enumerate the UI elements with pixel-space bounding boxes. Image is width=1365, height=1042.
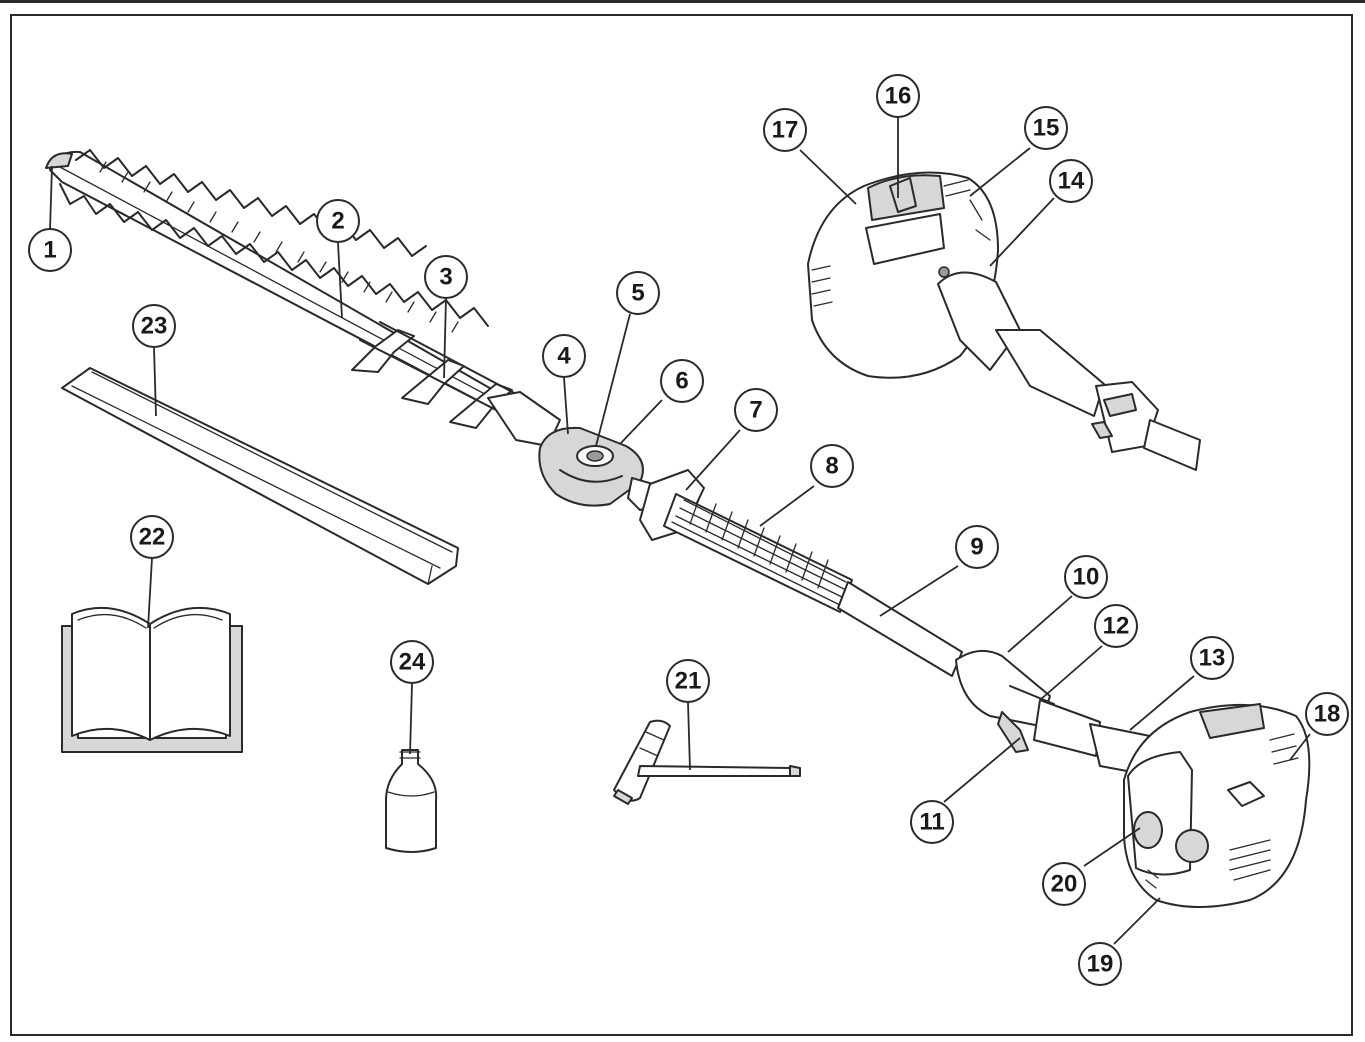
callout-7-label: 7 [749,397,762,424]
spark-plug-wrench [613,719,801,805]
callout-14-label: 14 [1058,168,1085,195]
callout-2: 2 [316,199,360,243]
callout-9: 9 [955,525,999,569]
callout-20-label: 20 [1051,871,1078,898]
callout-23: 23 [132,304,176,348]
callout-10-label: 10 [1073,564,1100,591]
callout-21: 21 [666,659,710,703]
callout-19-label: 19 [1087,951,1114,978]
callout-1: 1 [28,228,72,272]
callout-5: 5 [616,271,660,315]
callout-2-label: 2 [331,208,344,235]
callout-18-label: 18 [1314,701,1341,728]
callout-11-label: 11 [919,809,944,836]
callout-15: 15 [1024,106,1068,150]
callout-15-label: 15 [1033,115,1060,142]
shaft-assembly [639,469,1101,757]
callout-10: 10 [1064,555,1108,599]
callout-9-label: 9 [970,534,983,561]
oil-bottle [385,749,438,853]
callout-3: 3 [424,255,468,299]
callout-18: 18 [1305,692,1349,736]
instruction-manual [61,606,243,753]
callout-7: 7 [734,388,778,432]
gear-head [487,391,665,511]
callout-14: 14 [1049,159,1093,203]
callout-6-label: 6 [675,368,688,395]
callout-1-label: 1 [43,237,56,264]
engine-front [1089,703,1311,908]
callout-22-label: 22 [139,524,166,551]
callout-24-label: 24 [399,649,426,676]
callout-13-label: 13 [1199,645,1226,672]
callout-16: 16 [876,74,920,118]
callout-12: 12 [1094,604,1138,648]
callout-11: 11 [910,800,954,844]
callout-3-label: 3 [439,264,452,291]
callout-4-label: 4 [557,343,571,370]
callout-24: 24 [390,640,434,684]
engine-inset [807,171,1201,471]
callout-19: 19 [1078,942,1122,986]
leader-lines [49,118,1311,945]
callout-13: 13 [1190,636,1234,680]
callout-6: 6 [660,359,704,403]
blade-guard [61,367,459,585]
callout-20: 20 [1042,862,1086,906]
callout-21-label: 21 [675,668,702,695]
callout-17: 17 [763,108,807,152]
callout-8-label: 8 [825,453,838,480]
cutter-blade [45,149,521,429]
callout-22: 22 [130,515,174,559]
callout-4: 4 [542,334,586,378]
callout-23-label: 23 [141,313,168,340]
callout-17-label: 17 [772,117,799,144]
callout-8: 8 [810,444,854,488]
callout-5-label: 5 [631,280,644,307]
callout-12-label: 12 [1103,613,1130,640]
callout-16-label: 16 [885,83,912,110]
top-rule [0,0,1365,3]
